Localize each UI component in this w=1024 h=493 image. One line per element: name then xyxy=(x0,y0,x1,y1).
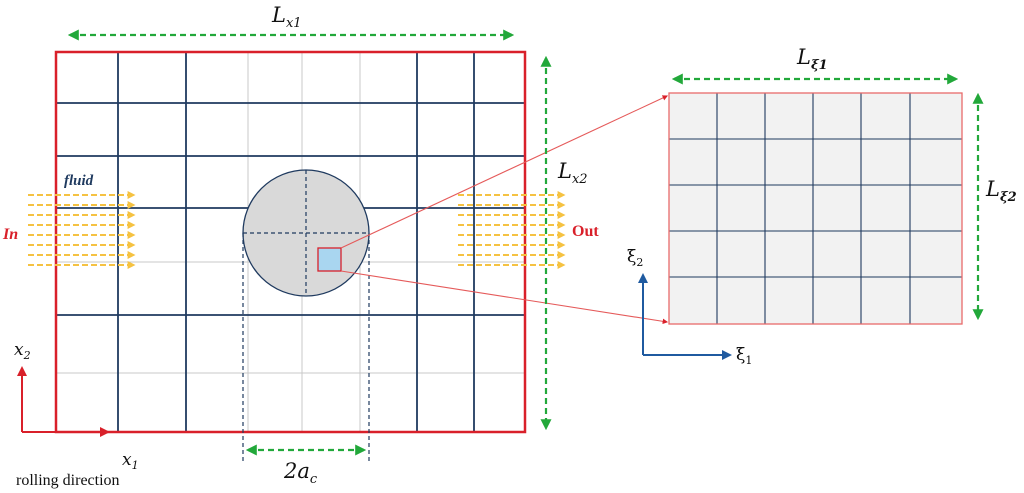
macro-domain xyxy=(54,50,527,462)
micro-background xyxy=(669,93,962,324)
fluid-label: fluid xyxy=(64,173,94,189)
zoom-connectors xyxy=(340,95,669,325)
lx1-label: Lx1 xyxy=(271,3,302,31)
in-label: In xyxy=(2,226,18,243)
contact-size-label: 2ac xyxy=(283,459,318,487)
lxi1-label: Lξ1 xyxy=(796,45,828,73)
domain-boundary xyxy=(54,50,527,434)
dimension-arrows xyxy=(67,29,984,456)
xi1-axis-label: ξ1 xyxy=(736,345,752,367)
lx2-label: Lx2 xyxy=(557,159,588,187)
zoom-cell xyxy=(317,247,342,272)
macro-axes xyxy=(17,366,110,437)
micro-domain xyxy=(668,92,963,325)
x2-axis-label: x2 xyxy=(14,340,31,362)
labels: Lx1 Lx2 Lξ1 Lξ2 2ac fluid In Out x2 x1 r… xyxy=(2,3,1017,489)
out-label: Out xyxy=(572,223,599,240)
x1-axis-label: x1 xyxy=(122,450,139,472)
micro-axes xyxy=(638,273,732,360)
rolling-direction-label: rolling direction xyxy=(16,472,120,489)
xi2-axis-label: ξ2 xyxy=(627,247,643,269)
micro-boundary xyxy=(668,92,963,325)
lxi2-label: Lξ2 xyxy=(985,177,1017,205)
micro-grid xyxy=(669,93,962,324)
